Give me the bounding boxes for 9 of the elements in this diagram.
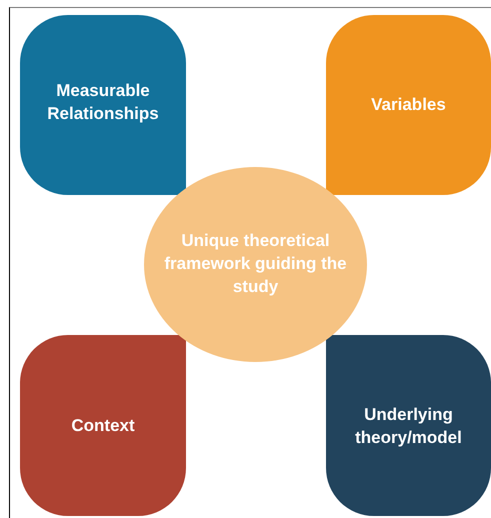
rounded-box (326, 15, 491, 195)
rounded-box (326, 335, 491, 516)
node-label: Unique theoretical framework guiding the study (163, 230, 348, 298)
node-label: Context (70, 415, 136, 437)
rounded-box (20, 335, 186, 516)
rounded-box (20, 15, 186, 195)
node-label: Underlying theory/model (354, 404, 463, 448)
node-label: Variables (370, 94, 447, 116)
node-label: Measurable Relationships (46, 80, 160, 125)
